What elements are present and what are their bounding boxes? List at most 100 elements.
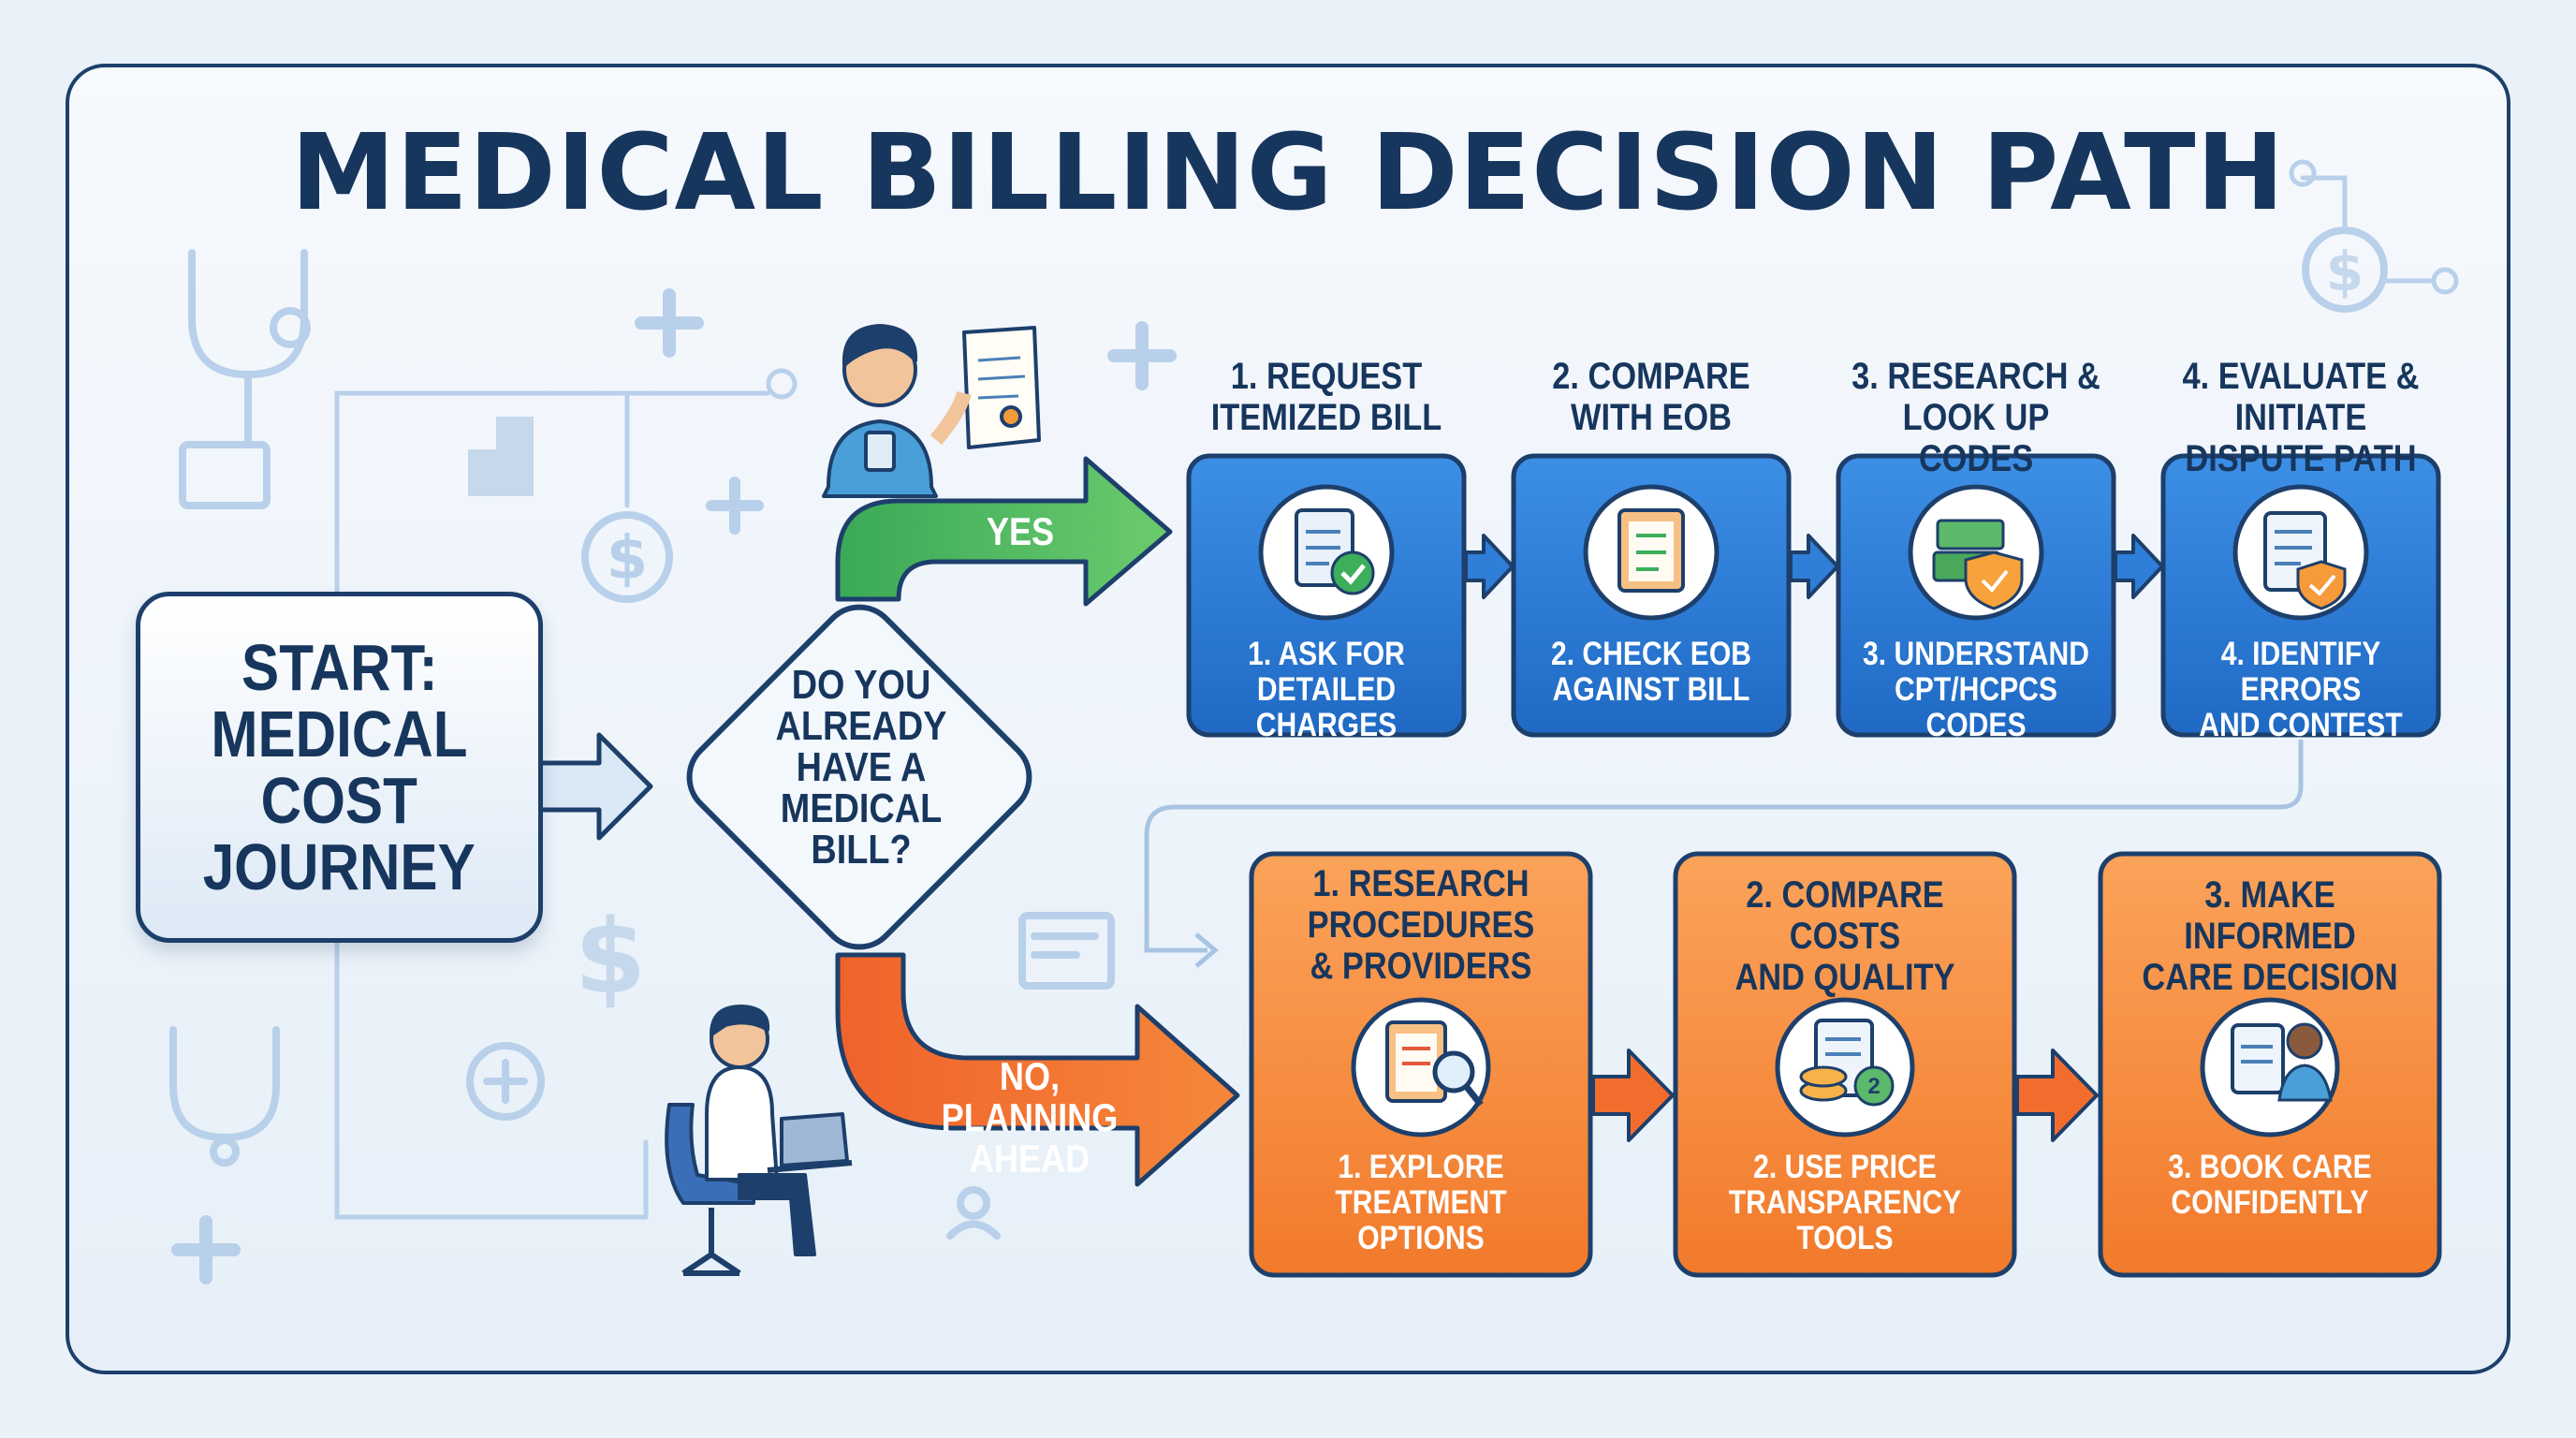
caption-line: 3. UNDERSTAND: [1863, 636, 2089, 672]
user-icon: [946, 1186, 1001, 1240]
page-title: MEDICAL BILLING DECISION PATH: [290, 112, 2286, 234]
yes-step-caption-3: 3. UNDERSTAND CPT/HCPCS CODES: [1831, 637, 2121, 743]
caption-line: 2. USE PRICE: [1753, 1149, 1937, 1185]
decision-line: DO YOU: [791, 662, 931, 708]
connector-line: [334, 390, 770, 602]
start-line: START:: [241, 630, 438, 704]
plus-icon: [706, 477, 764, 535]
no-step-caption-3: 3. BOOK CARE CONFIDENTLY: [2100, 1150, 2439, 1221]
decision-line: ALREADY: [775, 703, 947, 749]
yes-step-heading-2: 2. COMPARE WITH EOB: [1497, 356, 1806, 438]
heading-line: 2. COMPARE: [1552, 356, 1750, 397]
caption-line: OPTIONS: [1357, 1220, 1485, 1256]
no-label-line: NO, PLANNING: [941, 1054, 1119, 1139]
no-arrow: [835, 952, 1240, 1187]
connector-line: [334, 812, 649, 1220]
caption-line: TOOLS: [1796, 1220, 1894, 1256]
chart-icon: [1018, 912, 1115, 990]
clipboard-check-icon: [1258, 484, 1395, 621]
heading-line: PROCEDURES: [1307, 904, 1535, 946]
no-label: NO, PLANNING AHEAD: [899, 1056, 1161, 1180]
heading-line: AND QUALITY: [1734, 957, 1955, 998]
medical-box-icon: [179, 441, 271, 509]
caption-line: TREATMENT: [1335, 1184, 1507, 1221]
no-step-icons: 2: [1351, 997, 2340, 1137]
svg-text:2: 2: [1867, 1074, 1880, 1099]
stethoscope-icon: [188, 249, 311, 444]
yes-step-caption-2: 2. CHECK EOB AGAINST BILL: [1506, 637, 1796, 708]
caption-line: 1. EXPLORE: [1338, 1149, 1504, 1185]
plus-icon: [1107, 321, 1177, 390]
coins-document-icon: 2: [1775, 997, 1915, 1137]
caption-line: 3. BOOK CARE: [2168, 1149, 2372, 1185]
no-step-heading-1: 1. RESEARCH PROCEDURES & PROVIDERS: [1251, 863, 1590, 987]
heading-line: DISPUTE PATH: [2185, 438, 2417, 479]
plus-icon: [171, 1215, 241, 1284]
yes-label-text: YES: [986, 509, 1055, 553]
heading-line: ITEMIZED BILL: [1210, 397, 1442, 438]
yes-step-caption-1: 1. ASK FOR DETAILED CHARGES: [1181, 637, 1471, 743]
start-line: COST: [260, 763, 418, 837]
decision-diamond: [686, 604, 1032, 950]
heading-line: LOOK UP CODES: [1902, 397, 2050, 479]
heading-line: 4. EVALUATE & INITIATE: [2182, 356, 2420, 438]
yes-step-heading-1: 1. REQUEST ITEMIZED BILL: [1172, 356, 1481, 438]
start-box: START: MEDICAL COST JOURNEY: [136, 592, 543, 943]
document-shield-icon: [2232, 484, 2369, 621]
dollar-icon: $: [581, 511, 673, 603]
caption-line: 2. CHECK EOB: [1550, 636, 1752, 672]
decision-line: HAVE A: [796, 744, 927, 790]
heading-line: CARE DECISION: [2142, 957, 2398, 998]
no-step-caption-1: 1. EXPLORE TREATMENT OPTIONS: [1251, 1150, 1590, 1256]
background-decorations: $ $ $: [169, 159, 2459, 1284]
chart-icon: [468, 417, 534, 496]
no-label-line: AHEAD: [969, 1137, 1090, 1181]
caption-line: AND CONTEST: [2199, 707, 2403, 743]
caption-line: DETAILED CHARGES: [1255, 671, 1398, 743]
yes-step-icons: [1258, 484, 2369, 621]
yes-step-arrows: [1464, 534, 2164, 599]
caption-line: CPT/HCPCS CODES: [1895, 671, 2057, 743]
start-line: MEDICAL: [211, 697, 468, 770]
heading-line: 1. RESEARCH: [1312, 863, 1530, 904]
yes-step-caption-4: 4. IDENTIFY ERRORS AND CONTEST: [2156, 637, 2446, 743]
no-step-heading-2: 2. COMPARE COSTS AND QUALITY: [1676, 874, 2014, 998]
doctor-with-bill-illustration: [822, 324, 1041, 498]
caption-line: CONFIDENTLY: [2171, 1184, 2369, 1221]
start-arrow: [535, 732, 653, 841]
svg-text:$: $: [607, 524, 649, 594]
decision-question: DO YOU ALREADY HAVE A MEDICAL BILL?: [711, 665, 1011, 871]
caption-line: 1. ASK FOR: [1248, 636, 1405, 672]
decision-line: BILL?: [811, 827, 912, 873]
heading-line: 2. COMPARE COSTS: [1746, 874, 1944, 957]
doctor-clipboard-icon: [2200, 997, 2340, 1137]
no-step-arrows: [1591, 1049, 2099, 1142]
person-with-laptop-illustration: [665, 1005, 853, 1276]
yes-arrow: [835, 456, 1173, 607]
yes-step-heading-3: 3. RESEARCH & LOOK UP CODES: [1822, 356, 2130, 479]
yes-label: YES: [945, 511, 1095, 552]
heading-line: 1. REQUEST: [1230, 356, 1423, 397]
clipboard-list-icon: [1583, 484, 1720, 621]
caption-line: TRANSPARENCY: [1728, 1184, 1962, 1221]
dollar-icon: $: [2289, 159, 2459, 313]
dollar-icon: $: [575, 897, 647, 1017]
clipboard-magnifier-icon: [1351, 997, 1491, 1137]
heading-line: & PROVIDERS: [1310, 946, 1532, 987]
plus-icon: [635, 288, 704, 358]
heading-line: WITH EOB: [1571, 397, 1732, 438]
svg-text:$: $: [2326, 240, 2364, 303]
no-step-heading-3: 3. MAKE INFORMED CARE DECISION: [2100, 874, 2439, 998]
yes-step-heading-4: 4. EVALUATE & INITIATE DISPUTE PATH: [2114, 356, 2488, 479]
heading-line: 3. MAKE INFORMED: [2184, 874, 2356, 957]
row-connector: [1144, 740, 2304, 953]
money-shield-icon: [1908, 484, 2044, 621]
stethoscope-icon: [169, 1026, 280, 1167]
decision-line: MEDICAL: [780, 785, 943, 831]
plus-circle-icon: [466, 1042, 545, 1121]
start-line: JOURNEY: [202, 829, 476, 903]
heading-line: 3. RESEARCH &: [1852, 356, 2100, 397]
caption-line: 4. IDENTIFY ERRORS: [2220, 636, 2381, 708]
caption-line: AGAINST BILL: [1552, 671, 1750, 708]
